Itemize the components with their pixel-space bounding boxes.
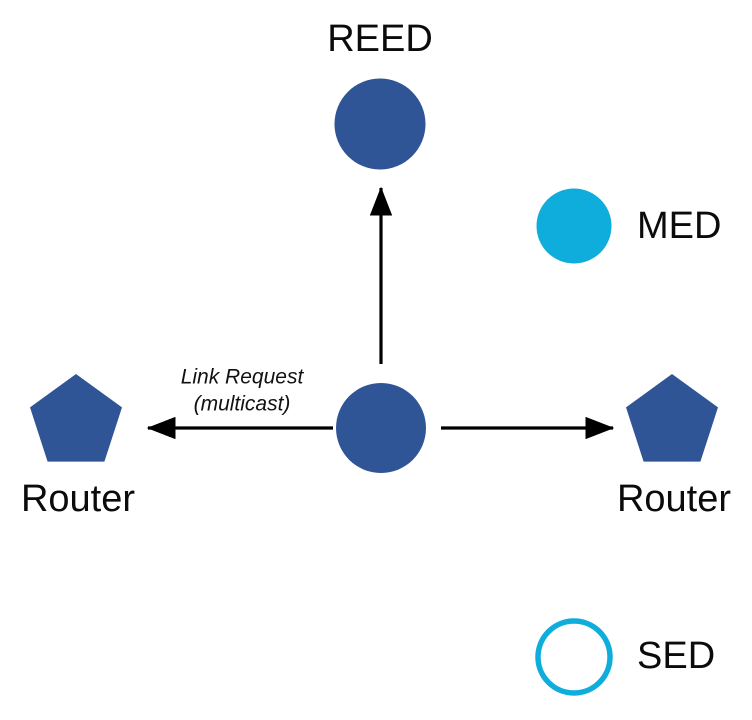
node-sender[interactable] (336, 383, 426, 473)
edge-label-link-request: Link Request (multicast) (181, 366, 305, 416)
node-router-left[interactable]: Router (21, 374, 135, 520)
node-reed[interactable]: REED (327, 18, 433, 170)
edge-label-line2: (multicast) (194, 393, 291, 416)
node-sed[interactable]: SED (535, 618, 715, 696)
node-router-left-label: Router (21, 478, 135, 520)
node-med-label: MED (637, 205, 721, 247)
router-right-pentagon-icon[interactable] (626, 374, 718, 462)
node-router-right-label: Router (617, 478, 731, 520)
sender-circle-icon[interactable] (336, 383, 426, 473)
node-router-right[interactable]: Router (617, 374, 731, 520)
node-reed-label: REED (327, 18, 433, 60)
med-circle-icon[interactable] (536, 188, 612, 264)
edge-label-line1: Link Request (181, 366, 305, 389)
node-sed-label: SED (637, 635, 715, 677)
reed-circle-icon[interactable] (334, 78, 426, 170)
router-left-pentagon-icon[interactable] (30, 374, 122, 462)
node-med[interactable]: MED (536, 188, 722, 264)
sed-circle-outline-icon[interactable] (535, 618, 613, 696)
